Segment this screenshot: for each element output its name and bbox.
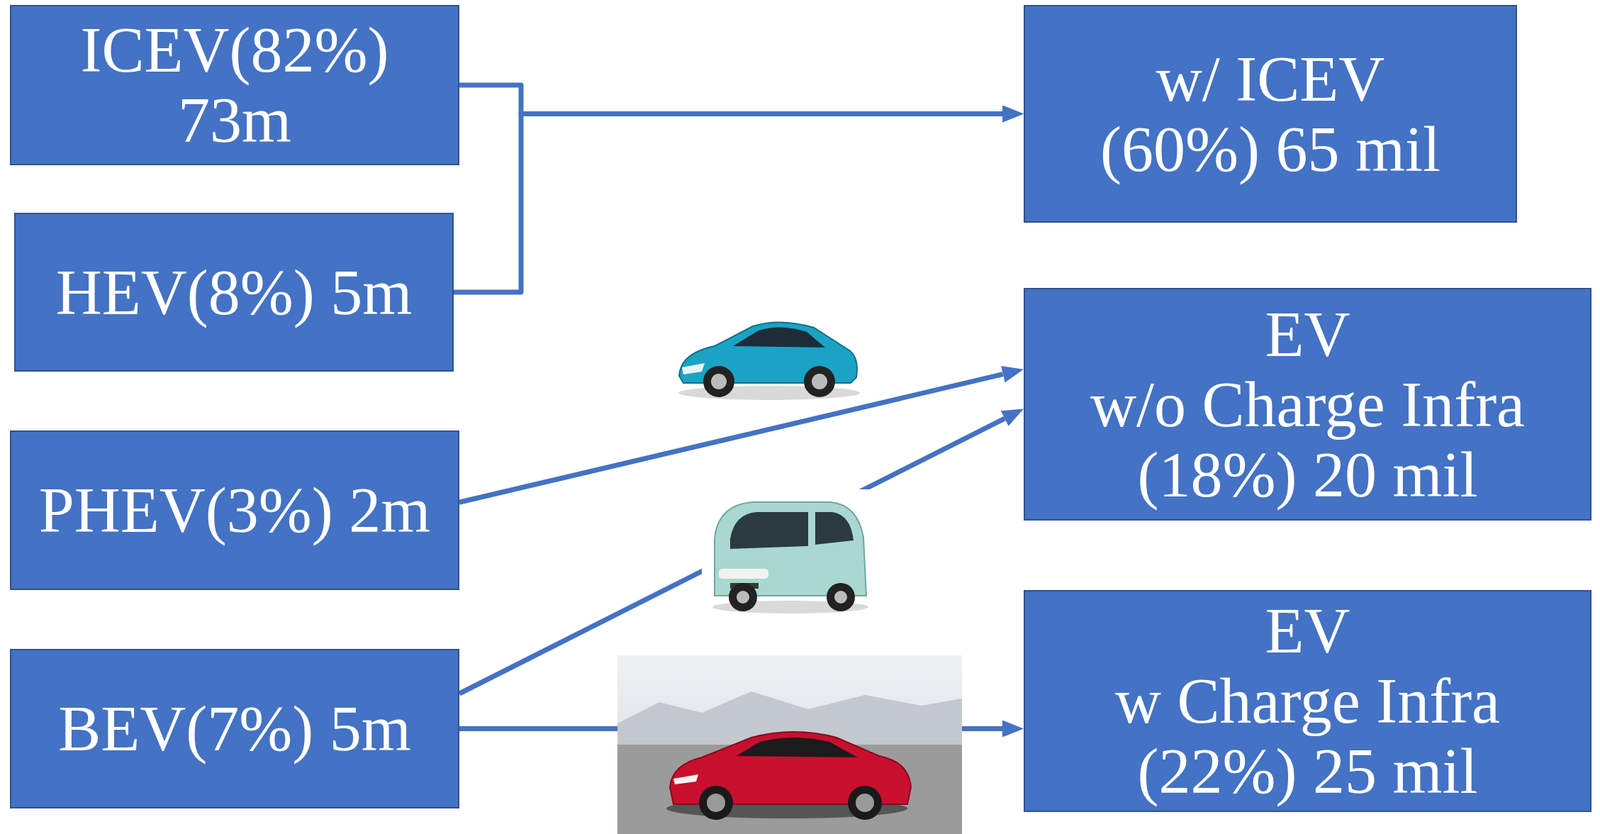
box-label: w/o Charge Infra (18%) 20 mil [1052,369,1564,510]
car-hub [855,793,875,812]
box-label: HEV(8%) 5m [56,257,412,328]
category-box: EVw Charge Infra (22%) 25 mil [1023,589,1592,812]
category-box: BEV(7%) 5m [9,648,460,809]
car-window [815,511,854,545]
car-wheel [803,365,836,397]
box-label: BEV(7%) 5m [58,693,411,764]
phev-car-picture [678,321,860,400]
flow-arrow [459,418,1005,694]
box-label: EV [1265,595,1351,666]
car-hub [706,793,726,812]
flow-arrow [453,114,1003,293]
car-headlight [681,362,705,375]
box-label: w Charge Infra (22%) 25 mil [1052,665,1564,807]
car-window [730,511,809,549]
flow-arrow [459,85,1003,115]
category-box: EVw/o Charge Infra (18%) 20 mil [1023,287,1592,521]
car-wheel [698,785,734,820]
bev-car-picture [617,655,962,834]
car-wheel [847,785,882,820]
car-window [733,326,826,348]
photo-sky [617,655,962,834]
box-label: EV [1265,299,1351,370]
category-box: ICEV(82%) 73m [9,4,460,166]
car-headlight [718,568,769,579]
car-hub [711,373,727,390]
connector-group [453,85,1005,729]
car-hub [811,373,828,390]
car-window [735,737,858,758]
category-box: w/ ICEV (60%) 65 mil [1023,4,1518,223]
car-wheel [703,365,735,397]
box-label: w/ ICEV (60%) 65 mil [1086,43,1455,185]
car-wheel [826,582,855,612]
car-wheel [728,582,758,612]
category-box: HEV(8%) 5m [14,212,454,372]
picture-ground [701,489,880,616]
car-headlight [673,774,699,785]
car-hub [736,590,750,604]
car-body [714,501,867,596]
flow-arrow [459,374,1004,503]
category-box: PHEV(3%) 2m [9,430,460,590]
car-hub [834,590,848,604]
mini-ev-picture [701,489,880,616]
box-label: PHEV(3%) 2m [38,474,431,546]
box-label: ICEV(82%) 73m [57,14,412,156]
